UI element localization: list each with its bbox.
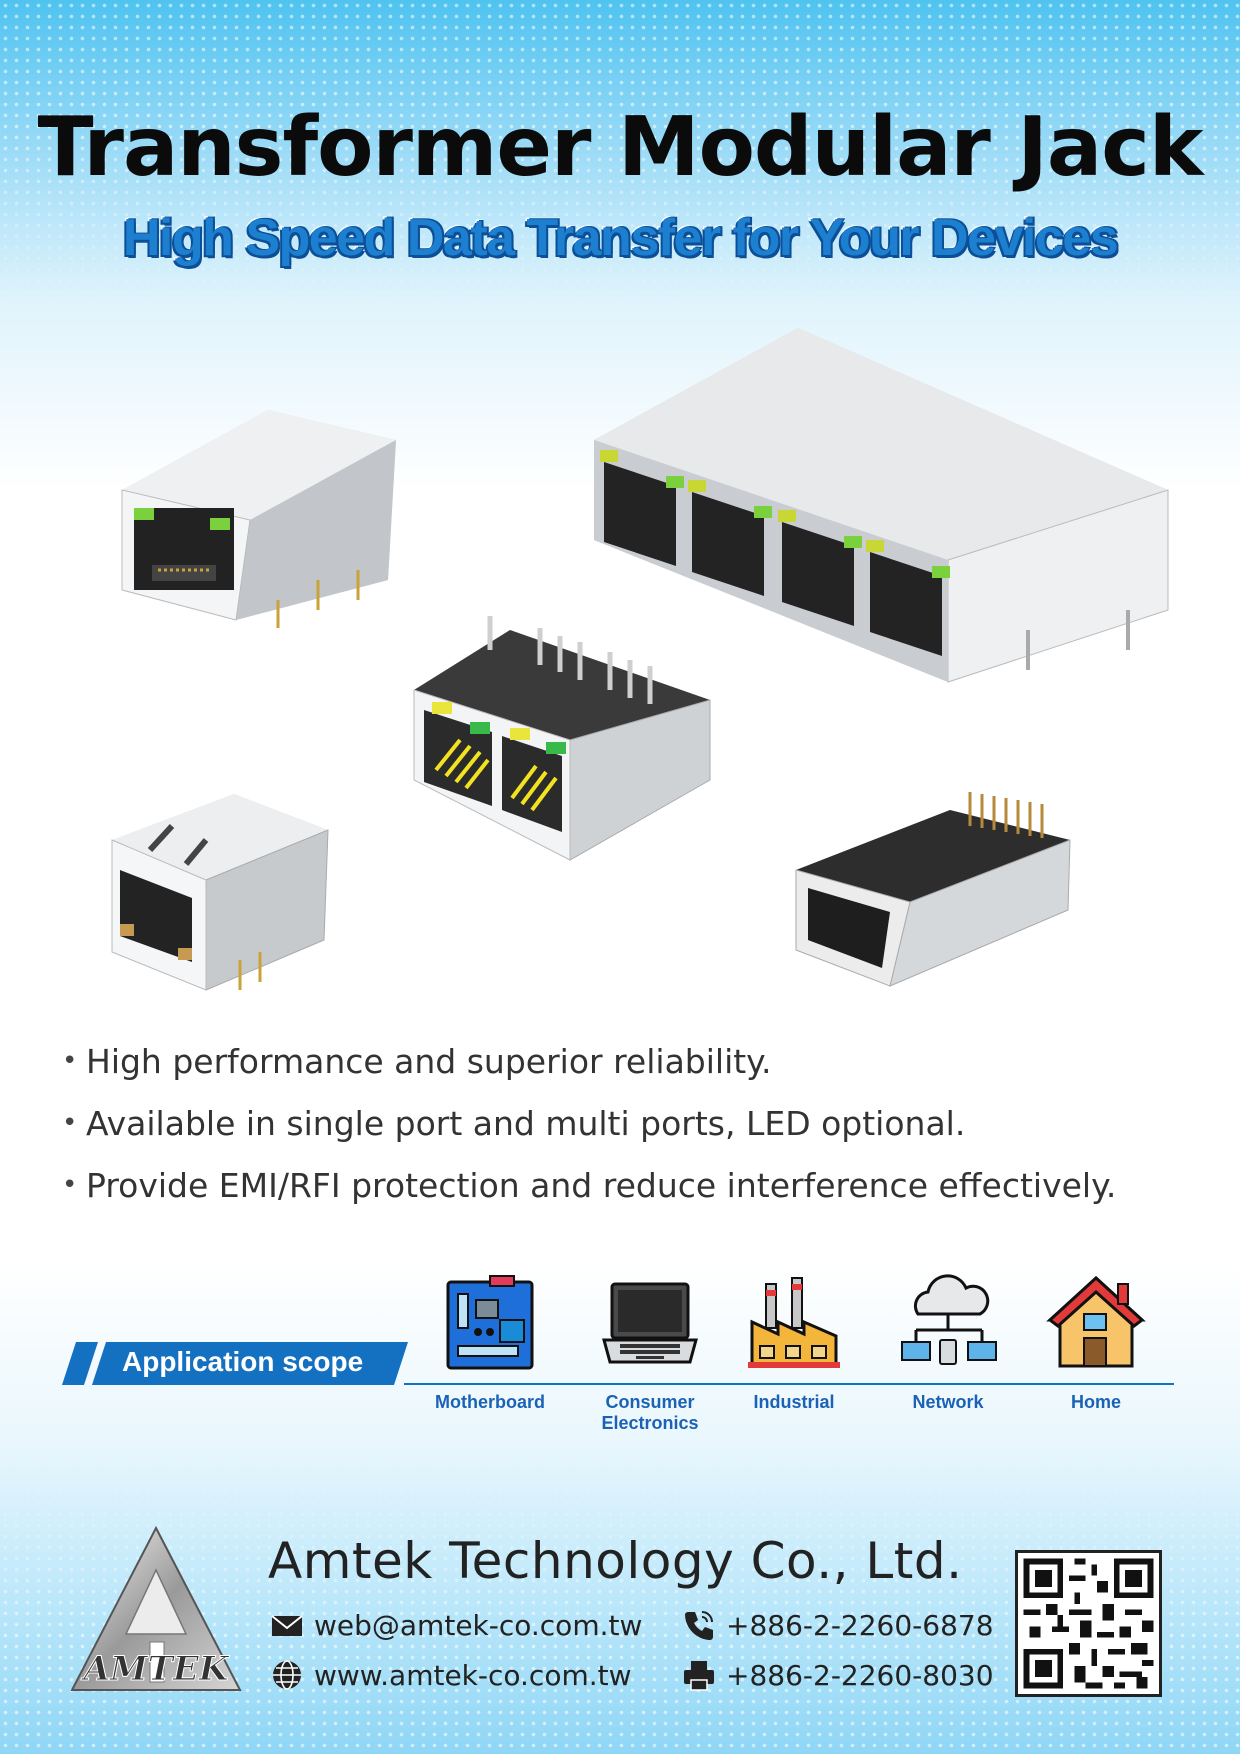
phone-icon <box>685 1611 713 1640</box>
fax-number: +886-2-2260-8030 <box>726 1658 994 1692</box>
email-address[interactable]: web@amtek-co.com.tw <box>314 1608 643 1642</box>
bullet-icon: • <box>62 1170 78 1200</box>
factory-icon <box>748 1277 840 1368</box>
four-port-jack-image <box>588 320 1178 690</box>
fax-printer-icon <box>684 1661 714 1691</box>
envelope-icon <box>271 1615 303 1636</box>
laptop-icon <box>602 1282 698 1364</box>
application-label: Motherboard <box>435 1392 545 1412</box>
application-label: Consumer Electronics <box>601 1392 699 1433</box>
application-item-consumer-electronics: Consumer Electronics <box>580 1270 720 1433</box>
website-url[interactable]: www.amtek-co.com.tw <box>314 1658 632 1692</box>
application-scope-divider <box>404 1383 1174 1385</box>
logo-wordmark: AMTEK <box>81 1649 230 1689</box>
application-item-home: Home <box>1026 1270 1166 1412</box>
feature-list: •High performance and superior reliabili… <box>62 1030 1192 1216</box>
background-dot-pattern-top <box>0 0 1240 330</box>
page-title: Transformer Modular Jack <box>37 100 1204 195</box>
application-label: Network <box>912 1392 984 1412</box>
black-slim-jack-image <box>790 780 1080 990</box>
cloud-network-icon <box>901 1274 997 1365</box>
qr-code-pattern <box>1023 1558 1154 1689</box>
bullet-icon: • <box>62 1108 78 1138</box>
globe-icon <box>273 1660 301 1690</box>
phone-contact: +886-2-2260-6878 <box>682 1608 994 1642</box>
website-contact: www.amtek-co.com.tw <box>270 1658 632 1692</box>
single-port-jack-image <box>118 390 408 630</box>
application-label: Home <box>1070 1392 1121 1412</box>
application-item-network: Network <box>878 1270 1018 1412</box>
amtek-logo: AMTEK <box>70 1525 242 1691</box>
company-name: Amtek Technology Co., Ltd. <box>268 1532 963 1590</box>
feature-item: •High performance and superior reliabili… <box>62 1041 772 1081</box>
application-label: Industrial <box>753 1392 835 1412</box>
application-scope-heading: Application scope <box>122 1346 364 1377</box>
phone-number[interactable]: +886-2-2260-6878 <box>726 1608 994 1642</box>
application-scope-banner <box>62 1342 408 1385</box>
feature-item: •Provide EMI/RFI protection and reduce i… <box>62 1165 1117 1205</box>
motherboard-icon <box>446 1275 534 1370</box>
page-subtitle: High Speed Data Transfer for Your Device… <box>121 208 1120 269</box>
email-contact: web@amtek-co.com.tw <box>270 1608 642 1642</box>
single-port-tab-up-jack-image <box>110 790 340 1000</box>
house-icon <box>1046 1275 1146 1368</box>
application-item-industrial: Industrial <box>724 1270 864 1412</box>
dual-port-jack-image <box>410 610 720 870</box>
application-item-motherboard: Motherboard <box>420 1270 560 1412</box>
feature-item: •Available in single port and multi port… <box>62 1103 966 1143</box>
fax-contact: +886-2-2260-8030 <box>682 1658 994 1692</box>
bullet-icon: • <box>62 1046 78 1076</box>
qr-code[interactable] <box>1015 1550 1162 1697</box>
